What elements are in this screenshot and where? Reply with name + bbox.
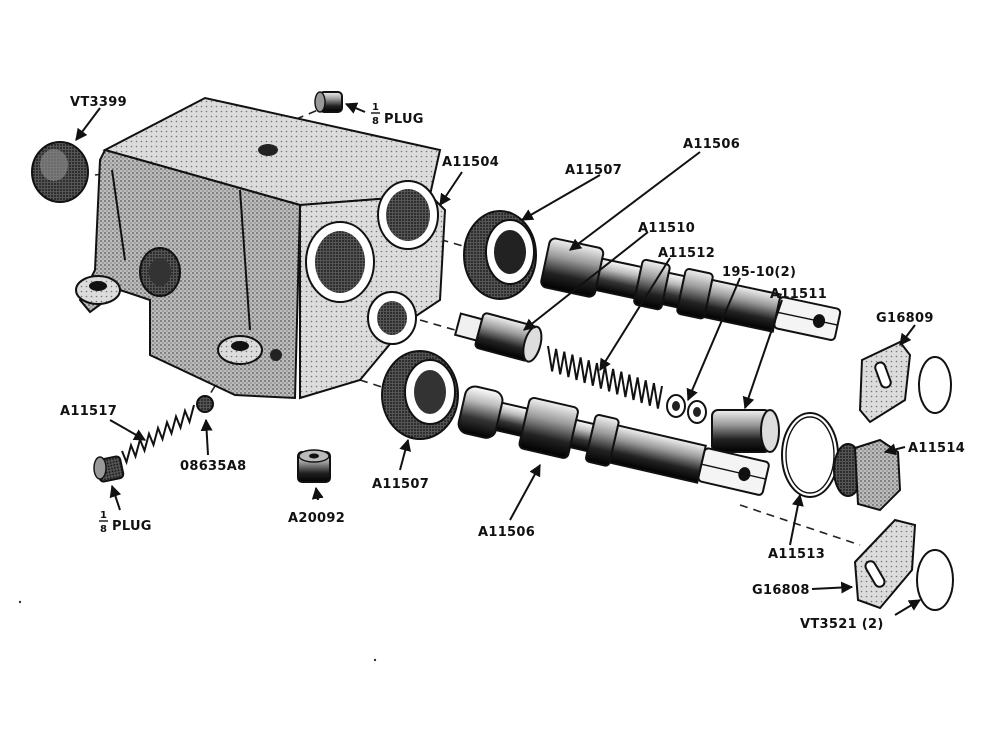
leader-lines (75, 102, 922, 616)
label-g16809: G16809 (876, 311, 934, 326)
label-a11507-bottom: A11507 (372, 477, 429, 492)
label-g16808: G16808 (752, 583, 810, 598)
spring-a11512 (547, 345, 663, 409)
label-plug-top-word: PLUG (384, 112, 424, 127)
valve-housing (75, 96, 447, 400)
label-plug-top-numerator: 1 (372, 102, 379, 113)
upper-shaft-a11506 (540, 237, 842, 341)
lockplate-g16809 (858, 340, 912, 424)
bushing-a11511 (711, 409, 780, 453)
upper-seal-a11507 (463, 210, 537, 300)
label-a11514: A11514 (908, 441, 965, 456)
snap-ring-vt3521 (916, 549, 954, 611)
nut-a20092 (297, 449, 331, 483)
label-plug-top-denominator: 8 (372, 116, 379, 127)
ball-08635a8 (196, 395, 214, 413)
vt3399-cap (31, 141, 89, 203)
label-a11504: A11504 (442, 155, 499, 170)
label-vt3521: VT3521 (2) (800, 617, 884, 632)
bottom-plug (93, 455, 125, 483)
scan-speck (373, 658, 377, 662)
label-08635a8: 08635A8 (180, 459, 246, 474)
label-195-10: 195-10(2) (722, 265, 796, 280)
label-a11506-bottom: A11506 (478, 525, 535, 540)
label-a11512: A11512 (658, 246, 715, 261)
label-a20092: A20092 (288, 511, 345, 526)
spring-a11517 (121, 404, 195, 466)
label-a11517: A11517 (60, 404, 117, 419)
label-plug-bottom-word: PLUG (112, 519, 152, 534)
gasket-a11513 (781, 412, 839, 498)
label-plug-bottom-numerator: 1 (100, 510, 107, 521)
label-a11506-top: A11506 (683, 137, 740, 152)
label-vt3399: VT3399 (70, 95, 127, 110)
label-a11513: A11513 (768, 547, 825, 562)
lower-shaft-a11506 (457, 385, 770, 496)
lockplate-g16808 (853, 518, 917, 610)
top-plug (314, 91, 343, 113)
label-a11510: A11510 (638, 221, 695, 236)
snap-ring-top (918, 356, 952, 414)
label-a11507-top: A11507 (565, 163, 622, 178)
plug-a11514 (833, 438, 902, 512)
part-labels: VT3399 1 8 PLUG A11504 A11507 A11506 A11… (60, 95, 965, 632)
label-a11511: A11511 (770, 287, 827, 302)
label-plug-bottom-denominator: 8 (100, 524, 107, 535)
lower-seal-a11507 (381, 350, 459, 440)
washers-195-10 (666, 394, 707, 424)
piston-a11510 (453, 312, 543, 363)
scan-speck (18, 600, 22, 604)
